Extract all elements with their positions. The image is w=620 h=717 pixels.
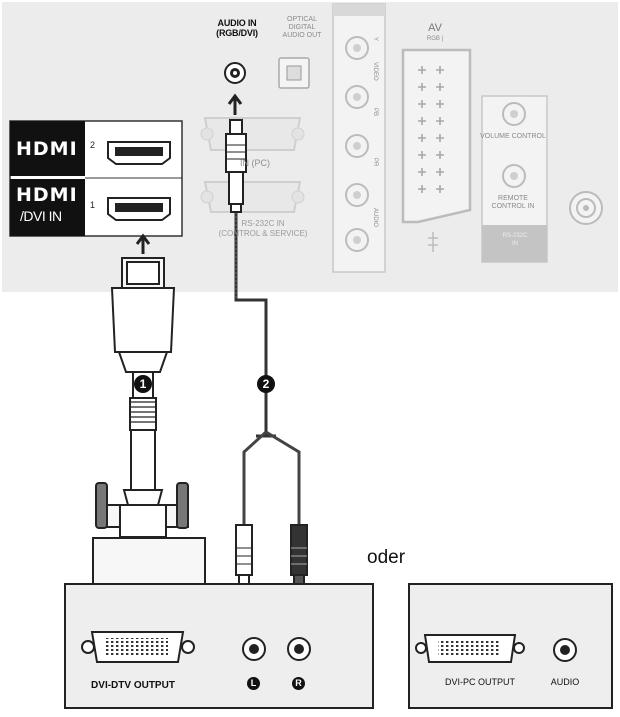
dvi-dtv-source-box bbox=[64, 583, 374, 709]
remote-in-line1: REMOTE bbox=[498, 195, 528, 202]
dvi-dtv-output-label: DVI-DTV OUTPUT bbox=[91, 680, 175, 691]
rs232c-label: RS-232C IN (CONTROL & SERVICE) bbox=[213, 219, 313, 239]
optical-line3: AUDIO OUT bbox=[282, 32, 322, 39]
component-jack-panel bbox=[332, 3, 386, 273]
component-audio-label: AUDIO bbox=[372, 208, 378, 228]
component-pb-label: PB bbox=[372, 108, 378, 117]
hdmi-1-port bbox=[107, 197, 171, 221]
audio-in-jack bbox=[224, 62, 246, 84]
component-y-label: Y bbox=[372, 37, 378, 42]
remote-in-label: REMOTE CONTROL IN bbox=[490, 195, 536, 211]
audio-cable bbox=[234, 212, 301, 525]
rs232c-side-label: RS-232C IN bbox=[500, 232, 530, 248]
rs232c-port bbox=[200, 181, 305, 213]
hdmi-dvi-cable bbox=[92, 257, 206, 593]
step-1-marker: 1 bbox=[134, 375, 152, 393]
audio-left-marker: L bbox=[247, 677, 260, 690]
optical-line2: DIGITAL bbox=[288, 24, 316, 31]
optical-line1: OPTICAL bbox=[287, 16, 317, 23]
audio-in-label: AUDIO IN (RGB/DVI) bbox=[203, 18, 271, 38]
hdmi-1-logo: HDMI bbox=[16, 184, 78, 206]
rs232c-line2: (CONTROL & SERVICE) bbox=[218, 229, 308, 238]
av-title: AV bbox=[428, 22, 442, 34]
hdmi-2-port bbox=[107, 141, 171, 165]
step-2-marker: 2 bbox=[257, 375, 275, 393]
hdmi-2-logo: HDMI bbox=[16, 138, 78, 160]
audio-in-line2: (RGB/DVI) bbox=[216, 28, 258, 38]
side-control-panel bbox=[481, 95, 548, 263]
rs232c-side-line1: RS-232C bbox=[502, 233, 528, 239]
remote-in-line2: CONTROL IN bbox=[491, 203, 535, 210]
optical-label: OPTICAL DIGITAL AUDIO OUT bbox=[276, 16, 328, 40]
dvi-pc-output-label: DVI-PC OUTPUT bbox=[444, 677, 515, 687]
dvi-pc-source-box bbox=[408, 583, 613, 709]
av-subtitle: RGB | bbox=[426, 36, 444, 42]
rs232c-line1: RS-232C IN bbox=[241, 219, 285, 228]
audio-in-line1: AUDIO IN bbox=[217, 18, 257, 28]
rgb-pc-label: IN (PC) bbox=[240, 158, 270, 168]
hdmi-2-number: 2 bbox=[90, 140, 96, 150]
antenna-port bbox=[569, 191, 603, 225]
hdmi-1-number: 1 bbox=[90, 200, 96, 210]
hdmi-arrow bbox=[135, 233, 151, 254]
oder-separator: oder bbox=[367, 547, 406, 568]
audio-right-marker: R bbox=[292, 677, 305, 690]
optical-audio-port bbox=[278, 57, 310, 89]
component-video-label: VIDEO bbox=[372, 62, 378, 81]
hdmi-1-dvi-in-label: /DVI IN bbox=[20, 208, 62, 224]
volume-control-label: VOLUME CONTROL bbox=[480, 133, 546, 140]
audio-arrow bbox=[227, 93, 243, 115]
rgb-pc-port bbox=[200, 117, 305, 151]
av-scart-port bbox=[401, 48, 472, 252]
component-pr-label: PR bbox=[372, 158, 378, 167]
audio-plug-top bbox=[225, 119, 247, 213]
pc-audio-label: AUDIO bbox=[550, 677, 580, 687]
rs232c-side-line2: IN bbox=[512, 241, 518, 247]
